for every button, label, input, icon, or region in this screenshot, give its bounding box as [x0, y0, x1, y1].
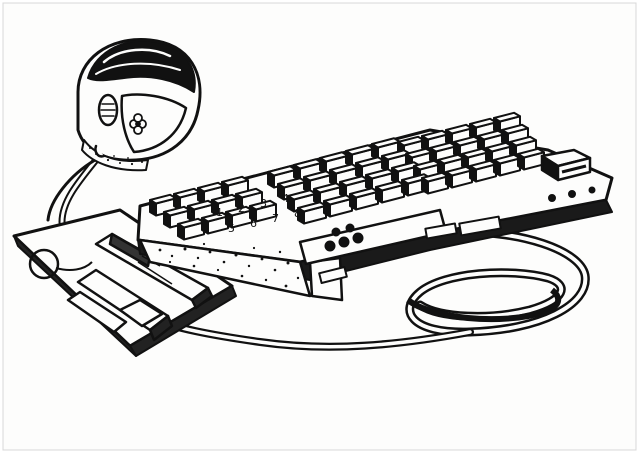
- loose-key: [540, 148, 592, 182]
- mouse: [76, 38, 202, 172]
- keycap: [493, 111, 521, 123]
- keycap: [249, 199, 277, 211]
- cable-shadow: [406, 287, 562, 323]
- keycap-label: 7: [272, 212, 279, 225]
- speckle-texture: [158, 242, 300, 288]
- keycap-label: 5: [228, 222, 235, 235]
- keycap: [517, 147, 545, 159]
- keycap-label: 4: [282, 192, 289, 205]
- keycap: [235, 187, 263, 199]
- keycap: [509, 135, 537, 147]
- keycap-label: 8: [294, 207, 301, 220]
- keycap: [501, 123, 529, 135]
- keycap-glyphs: 1 2 3 4 5 6 7 8: [216, 192, 301, 235]
- mouse-flower-logo: [129, 113, 147, 135]
- keycap-label: 3: [260, 197, 267, 210]
- keycap-label: 6: [250, 217, 257, 230]
- keycap: [221, 175, 249, 187]
- keys: [149, 111, 545, 241]
- usb-sticks: [66, 232, 214, 342]
- keycap-label: 1: [216, 206, 223, 219]
- keycap-label: 2: [238, 202, 245, 215]
